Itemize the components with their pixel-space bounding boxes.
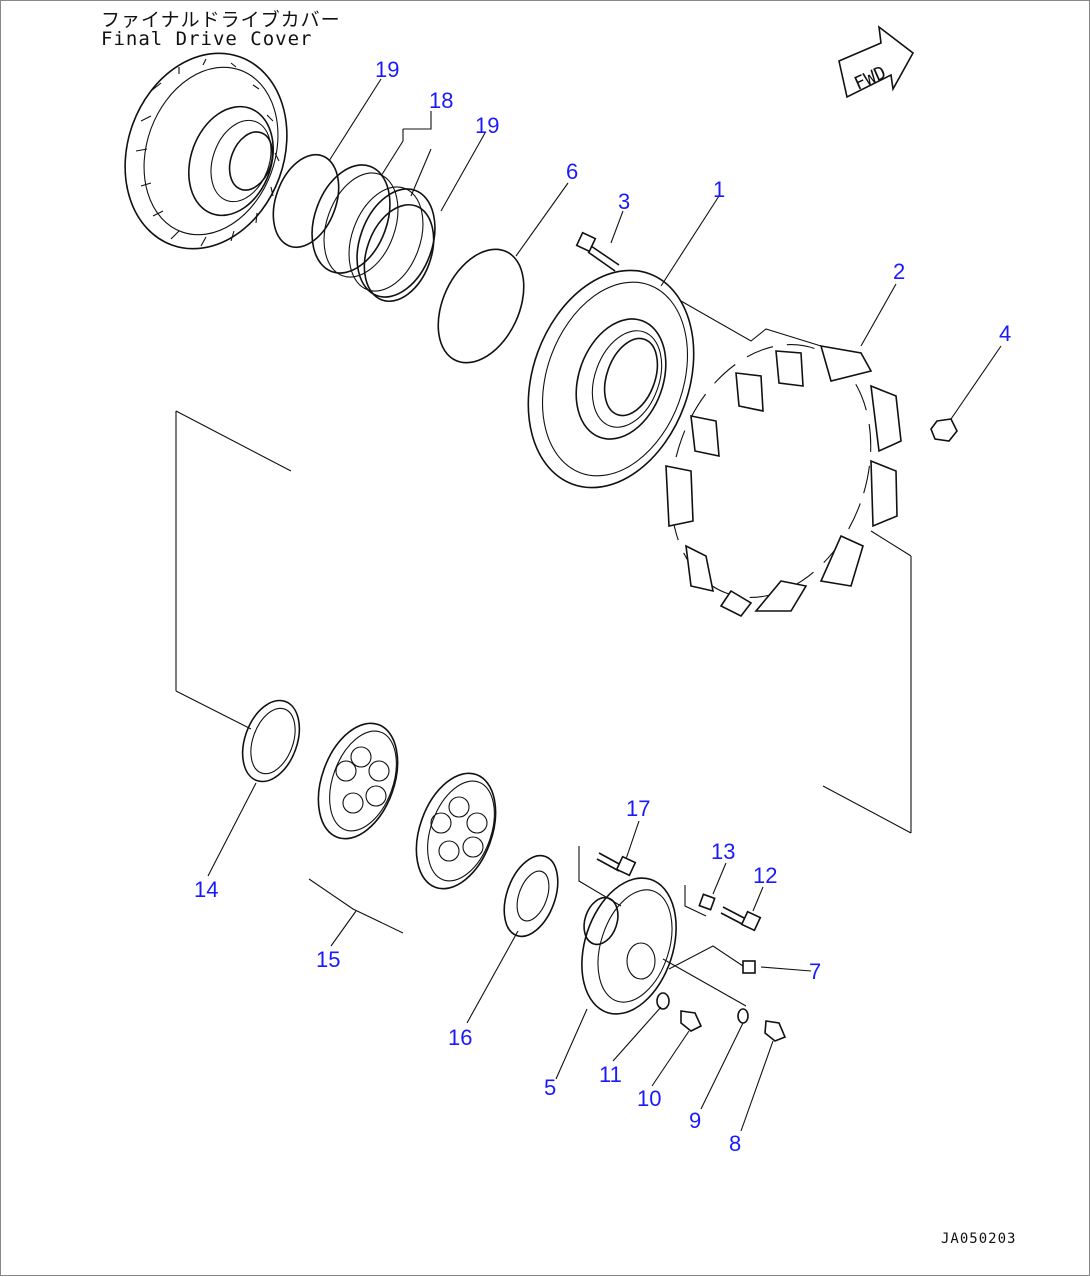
callout-13: 13	[711, 839, 735, 864]
callout-5: 5	[544, 1075, 556, 1100]
part-4-nut	[930, 418, 958, 442]
part-2-sprocket-segments	[665, 344, 902, 618]
part-16-lock-plate	[503, 854, 559, 938]
callout-17: 17	[626, 796, 650, 821]
fwd-arrow-icon: FWD	[838, 25, 915, 99]
final-drive-housing	[124, 52, 288, 250]
callout-9: 9	[689, 1108, 701, 1133]
part-3-bolt	[575, 231, 620, 272]
part-6-oring	[437, 248, 525, 364]
callout-14: 14	[194, 877, 218, 902]
part-14-thrust-ring	[241, 699, 301, 783]
title-japanese: ファイナルドライブカバー	[101, 9, 341, 31]
callout-11: 11	[599, 1062, 622, 1087]
part-5-cover	[581, 877, 677, 1015]
part-18-floating-seal	[311, 164, 436, 298]
callout-15: 15	[316, 947, 340, 972]
part-1-sprocket-hub	[527, 269, 695, 489]
part-15-bearing	[308, 722, 497, 934]
callout-19-right: 19	[475, 113, 499, 138]
callout-10: 10	[637, 1086, 661, 1111]
drawing-code: JA050203	[941, 1231, 1017, 1247]
part-11-oring	[656, 992, 670, 1010]
part-19-oring-right	[363, 203, 435, 303]
callout-6: 6	[566, 159, 578, 184]
part-19-oring-left	[272, 153, 340, 249]
part-13-washer	[698, 893, 716, 911]
part-8-plug	[764, 1020, 787, 1042]
part-7-plug	[742, 960, 756, 974]
title-english: Final Drive Cover	[101, 28, 313, 50]
part-10-plug	[680, 1010, 703, 1032]
callout-18: 18	[429, 88, 453, 113]
part-9-oring	[737, 1008, 749, 1024]
part-12-bolt	[720, 906, 762, 932]
callout-3: 3	[618, 189, 630, 214]
callout-2: 2	[893, 259, 905, 284]
fwd-label: FWD	[851, 62, 889, 94]
callout-8: 8	[729, 1131, 741, 1156]
callout-19-left: 19	[375, 57, 399, 82]
callout-4: 4	[999, 321, 1011, 346]
callout-16: 16	[448, 1025, 472, 1050]
callout-12: 12	[753, 863, 777, 888]
callout-1: 1	[713, 177, 725, 202]
callout-7: 7	[809, 959, 821, 984]
